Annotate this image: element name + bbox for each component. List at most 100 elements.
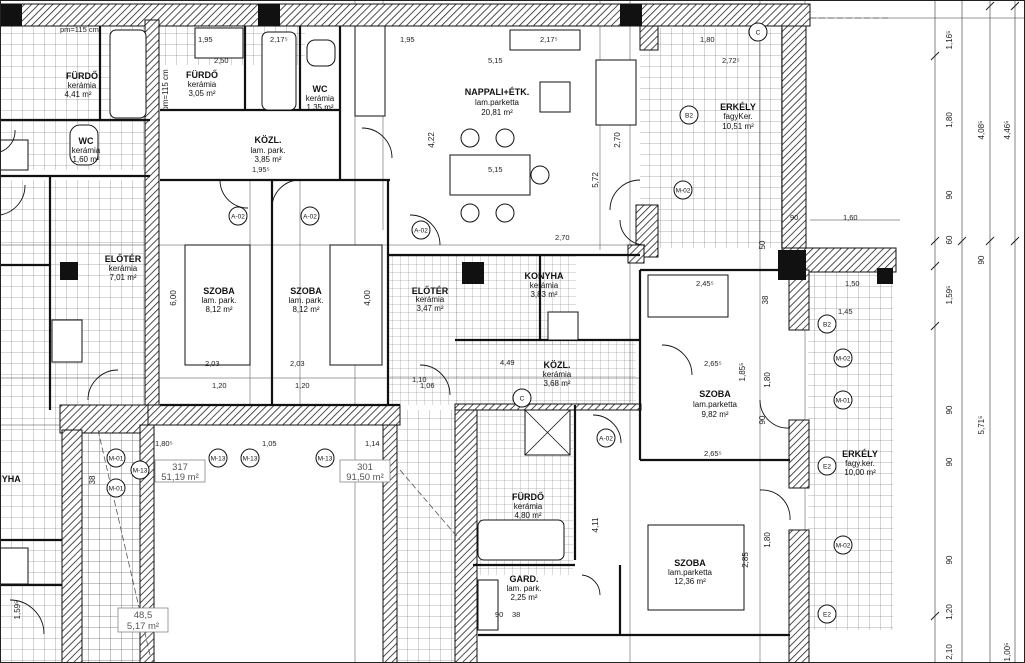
dim-label: 90 (945, 405, 954, 414)
dim-label: 1,50 (845, 279, 860, 288)
walls (0, 3, 897, 663)
room-material: lam. park. (288, 296, 323, 305)
room-area: 3,47 m² (416, 304, 443, 313)
dim-label: 5,71⁵ (977, 416, 986, 435)
room-material: kerámia (514, 502, 543, 511)
dim-label: 2,65⁵ (704, 359, 722, 368)
room-name: NAPPALI+ÉTK. (465, 87, 530, 97)
room-area: 20,81 m² (481, 108, 513, 117)
dim-label: 38 (761, 295, 770, 304)
dim-label: 1,80 (763, 372, 772, 388)
dim-label: 5,15 (488, 56, 503, 65)
dim-label: 1,85⁵ (738, 363, 747, 382)
room-area: 7,01 m² (109, 273, 136, 282)
door-swings (0, 127, 791, 635)
room-name: FÜRDŐ (512, 491, 544, 502)
dim-label: 1,06 (420, 381, 435, 390)
dim-label: 4,08⁵ (977, 121, 986, 140)
room-material: lam.parketta (475, 98, 520, 107)
room-name: GARD. (510, 574, 539, 584)
tag-label: M-13 (133, 468, 148, 475)
dim-label: 1,80 (945, 112, 954, 128)
tag-circle (679, 105, 699, 125)
tag-label: M-01 (109, 486, 124, 493)
tag-circle (748, 22, 768, 42)
room-area: 8,12 m² (292, 305, 319, 314)
dim-label: 2,03 (290, 359, 305, 368)
tag-label: C (756, 30, 761, 37)
room-area: 10,51 m² (722, 122, 754, 131)
tag-label: E2 (823, 612, 831, 619)
room-material: kerámia (109, 264, 138, 273)
dim-label: 1,59⁵ (945, 286, 954, 305)
room-material: fagyKer. (723, 112, 752, 121)
dim-label: 1,95 (400, 35, 415, 44)
dim-label: 2,70 (555, 233, 570, 242)
tag-label: M-02 (676, 188, 691, 195)
tag-label: M-02 (836, 543, 851, 550)
dim-label: 50 (758, 240, 767, 249)
apartment-area: 51,19 m² (161, 472, 199, 483)
dim-label: 1,80 (700, 35, 715, 44)
dim-label: 90 (758, 415, 767, 424)
tag-label: B2 (823, 322, 831, 329)
dim-label: 4,22 (427, 132, 436, 148)
tag-circle (106, 478, 126, 498)
dim-label: 5,72 (591, 172, 600, 188)
room-material: kerámia (306, 94, 335, 103)
dim-label: 4,46⁵ (1003, 121, 1012, 140)
tag-label: A-02 (231, 214, 245, 221)
tag-label: B2 (685, 113, 693, 120)
apartment-number: 48,5 (134, 610, 153, 621)
room-material: lam. park. (201, 296, 236, 305)
dim-label: 2,72⁵ (722, 56, 740, 65)
tag-circle (833, 535, 853, 555)
room-name: ELŐTÉR (105, 253, 142, 264)
tag-circle (240, 448, 260, 468)
tag-circle (817, 314, 837, 334)
clearance-note: pm=115 cm (60, 25, 99, 34)
room-material: kerámia (188, 80, 217, 89)
room-material: kerámia (68, 81, 97, 90)
tag-circle (228, 206, 248, 226)
tag-circle (673, 180, 693, 200)
dim-label: 1,20 (212, 381, 227, 390)
tag-label: A-02 (414, 228, 428, 235)
room-name: NYHA (0, 474, 21, 484)
dim-label: 1,05 (262, 439, 277, 448)
room-area: 10,00 m² (844, 468, 876, 477)
room-name: ERKÉLY (842, 449, 878, 459)
tag-label: E2 (823, 464, 831, 471)
room-name: FÜRDŐ (186, 69, 218, 80)
dim-label: 2,03 (205, 359, 220, 368)
tag-circle (130, 460, 150, 480)
room-area: 1,35 m² (306, 103, 333, 112)
apartment-number: 301 (357, 462, 373, 473)
dim-label: 1,00⁵ (1003, 643, 1012, 662)
dim-label: 2,10 (945, 644, 954, 660)
tag-label: M-01 (836, 398, 851, 405)
room-name: KÖZL. (255, 135, 282, 145)
dim-label: 1,60 (843, 213, 858, 222)
room-area: 2,25 m² (510, 593, 537, 602)
dim-label: 2,70 (613, 132, 622, 148)
tag-circle (596, 428, 616, 448)
room-area: 4,80 m² (514, 511, 541, 520)
dim-label: 90 (945, 190, 954, 199)
tag-circle (208, 448, 228, 468)
dim-label: 90 (945, 457, 954, 466)
apartment-area: 91,50 m² (346, 472, 384, 483)
tag-circle (512, 388, 532, 408)
tag-label: M-13 (211, 456, 226, 463)
dim-label: 2,17⁵ (540, 35, 558, 44)
dim-label: 1,95 (198, 35, 213, 44)
room-area: 8,12 m² (205, 305, 232, 314)
dim-label: 90 (790, 213, 798, 222)
dim-label: 1,45 (838, 307, 853, 316)
room-material: lam. park. (250, 146, 285, 155)
room-material: fagy.ker. (845, 459, 875, 468)
structural-columns (0, 4, 893, 284)
dim-label: 1,20 (295, 381, 310, 390)
